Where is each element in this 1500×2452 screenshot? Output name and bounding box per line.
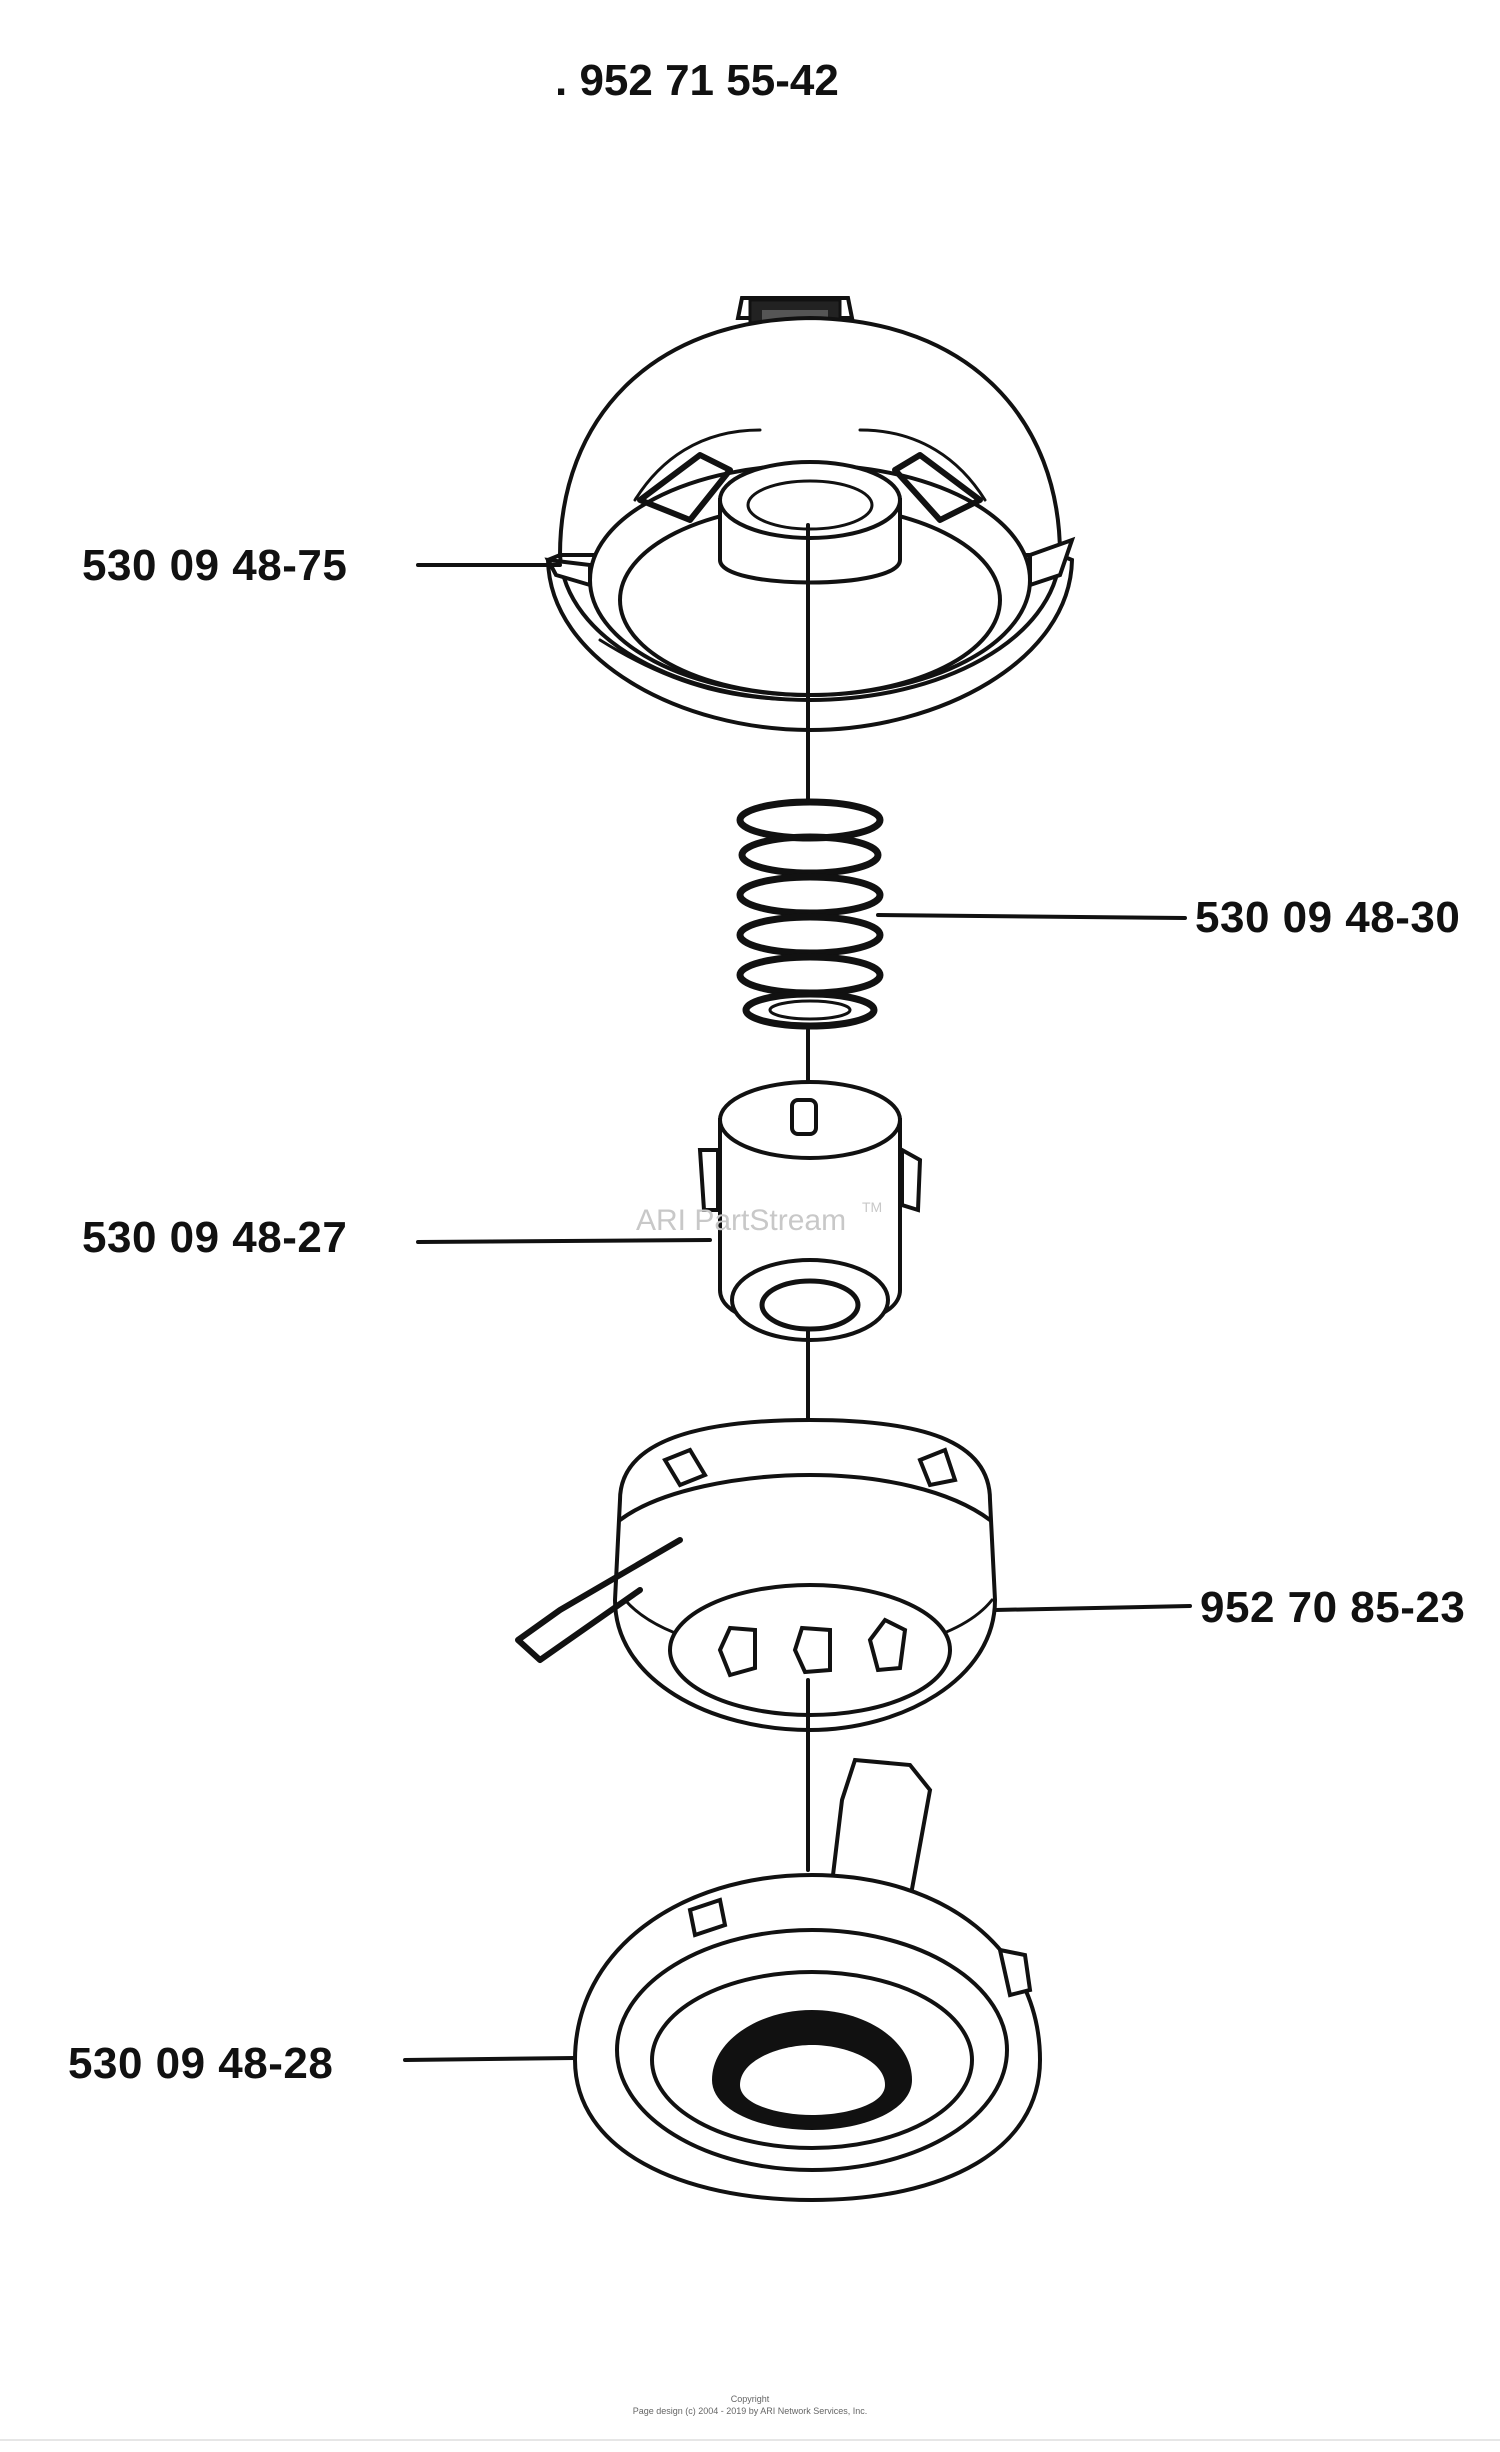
leader-line-spring (876, 913, 1187, 920)
part-label-housing[interactable]: 530 09 48-28 (68, 2039, 333, 2088)
watermark-tm: TM (862, 1199, 882, 1215)
part-label-spring[interactable]: 530 09 48-30 (1195, 893, 1460, 942)
spool-drawing (515, 1417, 998, 1733)
housing-drawing (572, 1757, 1043, 2203)
sleeve-drawing (697, 1080, 923, 1342)
spring-drawing (736, 798, 884, 1030)
leader-line-housing (403, 2056, 577, 2062)
part-label-spool[interactable]: 952 70 85-23 (1200, 1583, 1465, 1632)
leader-line-sleeve (416, 1238, 712, 1244)
leader-line-spool (993, 1604, 1192, 1612)
footer-page-design: Page design (c) 2004 - 2019 by ARI Netwo… (633, 2406, 868, 2416)
assembly-number: . 952 71 55-42 (555, 56, 839, 105)
part-label-cover[interactable]: 530 09 48-75 (82, 541, 347, 590)
footer-copyright: Copyright (731, 2394, 770, 2404)
watermark-text: ARI PartStream (636, 1204, 846, 1237)
part-label-sleeve[interactable]: 530 09 48-27 (82, 1213, 347, 1262)
